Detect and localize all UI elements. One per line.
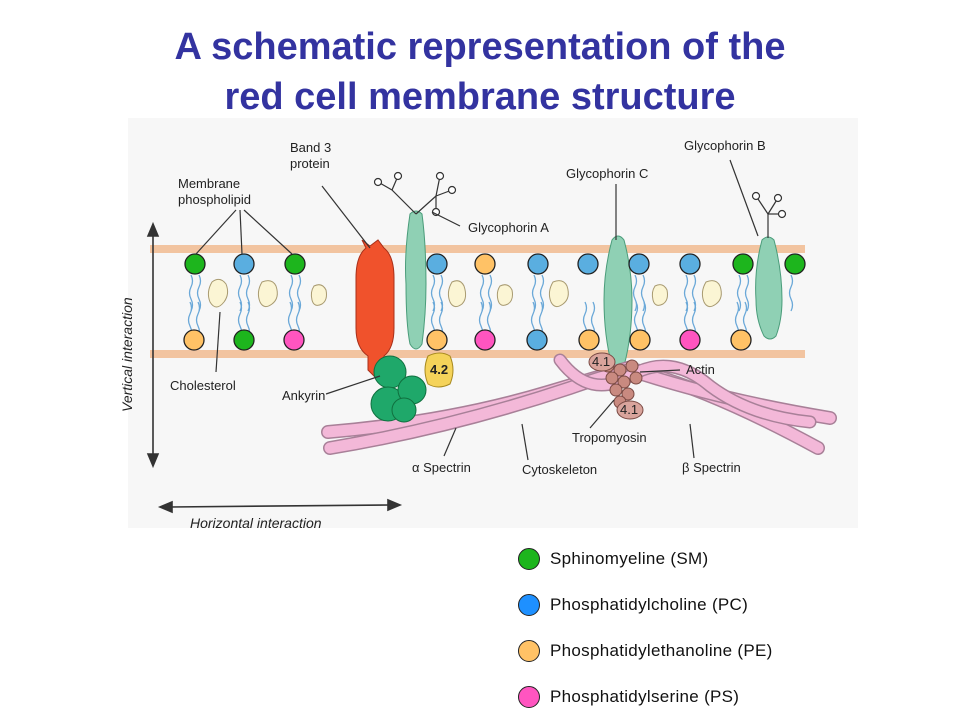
label-band3-line2: protein — [290, 156, 330, 171]
title-line-1: A schematic representation of the — [174, 26, 786, 68]
label-horizontal-interaction: Horizontal interaction — [190, 515, 322, 531]
inner-membrane-band — [150, 350, 805, 358]
legend-item-ps: Phosphatidylserine (PS) — [518, 674, 773, 720]
label-glycophorin-b: Glycophorin B — [684, 138, 766, 153]
label-alpha-spectrin: α Spectrin — [412, 460, 471, 475]
legend-label-ps: Phosphatidylserine (PS) — [550, 687, 740, 706]
label-cholesterol: Cholesterol — [170, 378, 236, 393]
label-41-bottom: 4.1 — [620, 402, 638, 417]
label-beta-spectrin: β Spectrin — [682, 460, 741, 475]
legend-swatch-sm — [518, 548, 540, 570]
inner-phospholipid-heads — [183, 329, 752, 351]
legend-swatch-ps — [518, 686, 540, 708]
title-line-2: red cell membrane structure — [224, 76, 736, 118]
legend-item-pe: Phosphatidylethanoline (PE) — [518, 628, 773, 674]
label-glycophorin-a: Glycophorin A — [468, 220, 549, 235]
horizontal-interaction-arrow — [157, 498, 403, 514]
legend-item-pc: Phosphatidylcholine (PC) — [518, 582, 773, 628]
legend-label-sm: Sphinomyeline (SM) — [550, 549, 709, 568]
label-actin: Actin — [686, 362, 715, 377]
label-42: 4.2 — [430, 362, 448, 377]
glycophorin-b — [751, 191, 787, 340]
protein-41-bottom — [616, 400, 644, 420]
label-glycophorin-c: Glycophorin C — [566, 166, 648, 181]
outer-phospholipid-heads — [184, 253, 806, 275]
vertical-interaction-arrow — [146, 221, 160, 469]
glycophorin-c — [603, 235, 633, 372]
legend-swatch-pc — [518, 594, 540, 616]
outer-membrane-band — [150, 245, 805, 253]
label-membrane-phospholipid-line2: phospholipid — [178, 192, 251, 207]
legend-label-pe: Phosphatidylethanoline (PE) — [550, 641, 773, 660]
spectrin-strands — [321, 353, 837, 455]
legend: Sphinomyeline (SM) Phosphatidylcholine (… — [518, 536, 773, 720]
page-title: A schematic representation of the red ce… — [0, 22, 960, 122]
label-ankyrin: Ankyrin — [282, 388, 325, 403]
legend-swatch-pe — [518, 640, 540, 662]
label-vertical-interaction: Vertical interaction — [119, 297, 135, 412]
protein-41-top — [588, 352, 616, 372]
label-cytoskeleton: Cytoskeleton — [522, 462, 597, 477]
leader-lines — [195, 159, 759, 461]
legend-item-sm: Sphinomyeline (SM) — [518, 536, 773, 582]
label-band3-line1: Band 3 — [290, 140, 331, 155]
label-tropomyosin: Tropomyosin — [572, 430, 647, 445]
cholesterol-molecules — [207, 278, 722, 308]
protein-42 — [424, 352, 454, 388]
label-41-top: 4.1 — [592, 354, 610, 369]
label-membrane-phospholipid-line1: Membrane — [178, 176, 240, 191]
legend-label-pc: Phosphatidylcholine (PC) — [550, 595, 749, 614]
ankyrin-protein — [370, 355, 427, 423]
